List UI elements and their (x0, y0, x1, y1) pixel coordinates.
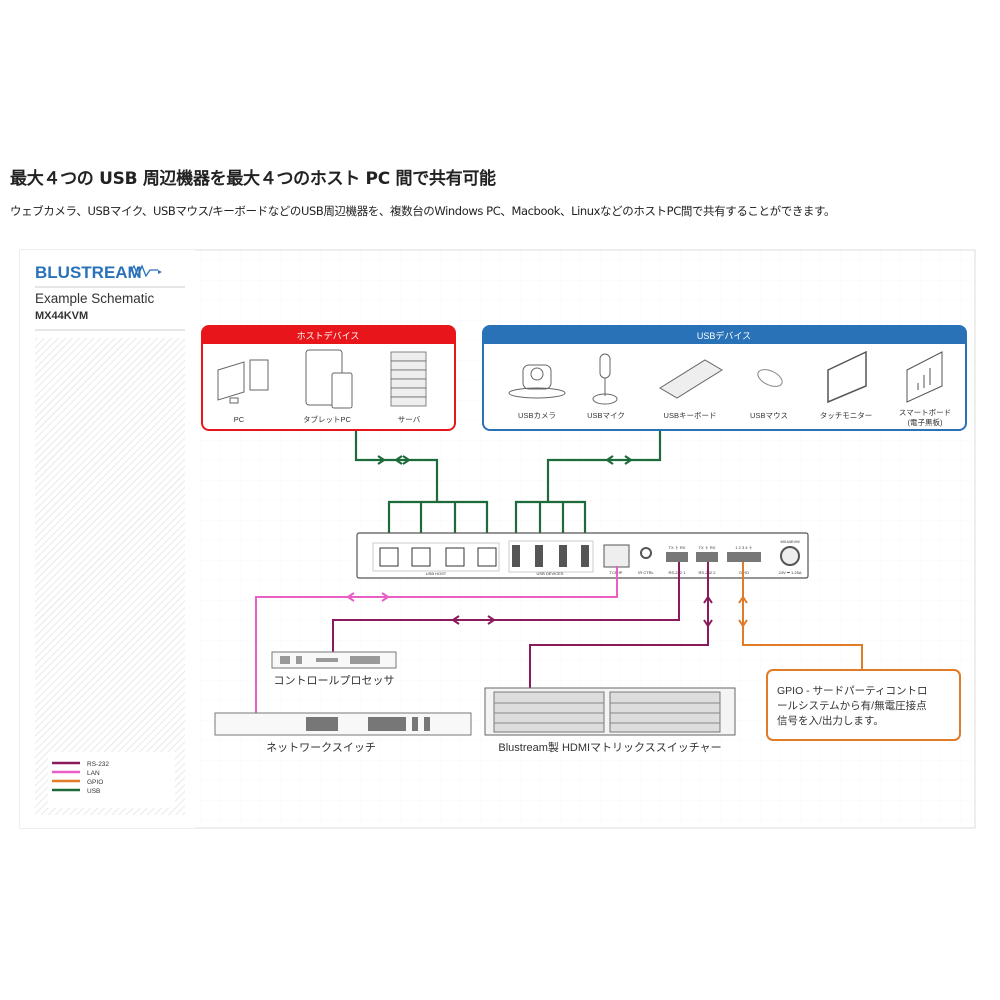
pc-icon (217, 359, 269, 404)
schematic-gpio_note-1-label: ールシステムから有/無電圧接点 (777, 699, 927, 712)
legend: RS-232 LAN GPIO USB (48, 752, 175, 808)
host-label-tablet: タブレットPC (303, 414, 352, 424)
schematic-device-power-label: 24V ⎓ 1.25A (779, 570, 802, 575)
schematic-device-ir-label: IR CTRL (638, 570, 654, 575)
lan-connection (255, 566, 618, 714)
schematic-device-txrx-label: TX ⏚ RX (669, 544, 686, 550)
schematic-legend-3-label-label: USB (87, 788, 100, 795)
page-title: 最大４つの USB 周辺機器を最大４つのホスト PC 間で共有可能 (10, 169, 496, 189)
schematic-model: MX44KVM (35, 310, 88, 322)
touch-monitor-icon (827, 350, 867, 404)
schematic-gpio_note-2-label: 信号を入/出力します。 (777, 714, 884, 727)
gpio-note: GPIO - サードパーティコントロ ールシステムから有/無電圧接点 信号を入/… (766, 669, 961, 741)
rs232-connections (332, 562, 713, 690)
usb-label-touch-monitor: タッチモニター (820, 411, 873, 420)
usb-label-camera: USBカメラ (518, 411, 556, 420)
camera-icon (508, 364, 566, 399)
schematic-device-rs232_1-label: RS-232 1 (669, 570, 687, 575)
schematic-legend-2-label-label: GPIO (87, 779, 103, 786)
usb-devices-box: USBデバイス USBカメラ USBマイク USBキーボード USBマウス タッ… (482, 325, 967, 431)
hatched-sidebar (35, 338, 185, 815)
schematic-device-model-label: MX44KVM (780, 539, 799, 544)
mx44kvm-device: USB HOST USB DEVICES TCP/IP IR CTRL TX ⏚… (356, 532, 809, 579)
schematic-logo-label: BLUSTREAM (35, 263, 142, 282)
schematic-device-usb_devices-label: USB DEVICES (537, 571, 564, 576)
schematic-device-usb_host-label: USB HOST (426, 571, 447, 576)
page-description: ウェブカメラ、USBマイク、USBマウス/キーボードなどのUSB周辺機器を、複数… (10, 204, 836, 218)
usb-label-keyboard: USBキーボード (664, 411, 717, 420)
host-label-server: サーバ (398, 415, 421, 424)
microphone-icon (592, 353, 618, 405)
usb-label-smartboard: スマートボード (899, 408, 951, 417)
hdmi-matrix-switcher: Blustream製 HDMIマトリックススイッチャー (484, 687, 736, 754)
tablet-icon (305, 349, 353, 409)
host-devices-box: ホストデバイス PC タブレットPC サーバ (201, 325, 456, 431)
schematic-peripherals-network_switch-label: ネットワークスイッチ (266, 741, 376, 754)
usb-label-smartboard-sub: (電子黒板) (908, 417, 943, 427)
schematic-device-txrx-label: TX ⏚ RX (699, 544, 716, 550)
schematic-device-gpio_pins-label: 1 2 3 4 ⏚ (735, 544, 752, 550)
schematic-heading: Example Schematic (35, 291, 155, 306)
mouse-icon (757, 369, 783, 387)
schematic-legend-0-label-label: RS-232 (87, 761, 109, 768)
control-processor: コントロールプロセッサ (271, 651, 397, 687)
server-icon (390, 351, 427, 407)
schematic-peripherals-control_processor-label: コントロールプロセッサ (274, 674, 395, 687)
schematic-legend-1-label-label: LAN (87, 770, 100, 777)
gpio-connection (738, 562, 863, 670)
schematic-usb_box-title-label: USBデバイス (697, 330, 751, 341)
keyboard-icon (659, 359, 723, 399)
network-switch: ネットワークスイッチ (214, 712, 472, 754)
blustream-logo: BLUSTREAM (35, 263, 162, 282)
host-label-pc: PC (234, 415, 245, 424)
schematic-gpio_note-0-label: GPIO - サードパーティコントロ (777, 685, 927, 697)
schematic-host_box-title-label: ホストデバイス (297, 330, 360, 341)
schematic-peripherals-matrix-label: Blustream製 HDMIマトリックススイッチャー (498, 740, 721, 754)
usb-label-mic: USBマイク (587, 411, 625, 420)
smartboard-icon (906, 351, 943, 403)
usb-label-mouse: USBマウス (750, 411, 788, 420)
